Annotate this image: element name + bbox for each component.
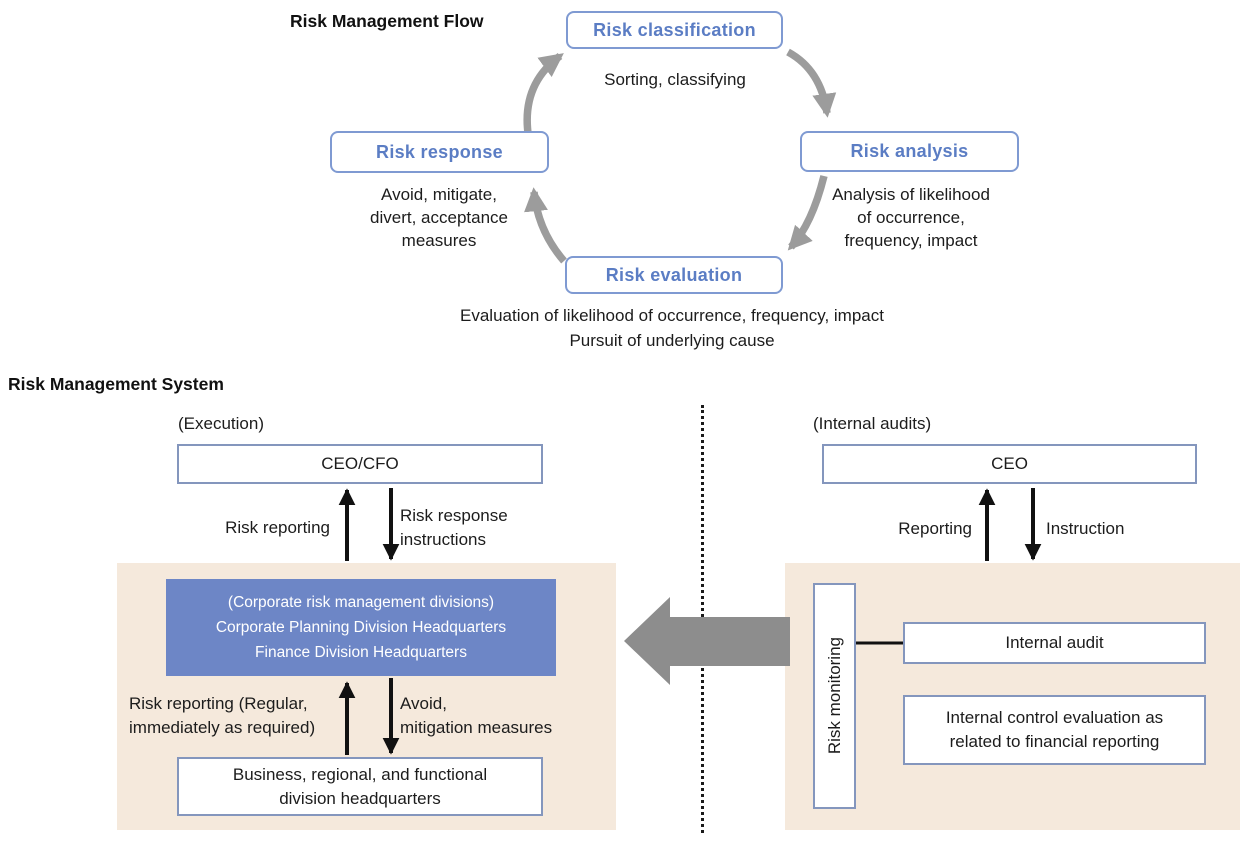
flow-node-risk-evaluation: Risk evaluation [565, 256, 783, 294]
business-box-line: division headquarters [279, 788, 441, 808]
label-line: Avoid, [400, 694, 447, 713]
lower-risk-reporting-label: Risk reporting (Regular, immediately as … [129, 692, 315, 740]
section-divider-dotted-line [701, 405, 704, 833]
flow-desc-line: Avoid, mitigate, [381, 185, 497, 204]
business-box-line: Business, regional, and functional [232, 764, 488, 784]
internal-audits-section-label: (Internal audits) [813, 414, 932, 433]
internal-audit-label: Internal audit [1005, 633, 1104, 652]
label-line: immediately as required) [129, 718, 316, 737]
risk-monitoring-label: Risk monitoring [824, 637, 844, 755]
flow-node-label: Risk evaluation [605, 264, 743, 285]
blue-box-line: (Corporate risk management divisions) [227, 594, 495, 611]
ceo-box: CEO [822, 444, 1197, 484]
blue-box-line: Finance Division Headquarters [255, 644, 467, 661]
execution-section-label: (Execution) [178, 414, 264, 433]
flow-node-label: Risk analysis [850, 141, 969, 161]
flow-title: Risk Management Flow [290, 11, 484, 31]
flow-desc-line: of occurrence, [857, 208, 965, 227]
flow-desc-line: Sorting, classifying [604, 70, 746, 89]
reporting-label: Reporting [898, 519, 972, 538]
flow-node-risk-classification: Risk classification [566, 11, 783, 49]
ceo-label: CEO [991, 454, 1028, 473]
instruction-label: Instruction [1046, 519, 1125, 538]
flow-desc-evaluation: Evaluation of likelihood of occurrence, … [322, 303, 1022, 353]
big-left-arrow [624, 597, 790, 685]
risk-reporting-label: Risk reporting [225, 518, 330, 537]
blue-box-line: Corporate Planning Division Headquarters [215, 619, 507, 636]
flow-desc-line: Evaluation of likelihood of occurrence, … [460, 306, 884, 325]
flow-desc-line: Analysis of likelihood [832, 185, 990, 204]
control-box-line: Internal control evaluation as [945, 708, 1164, 727]
avoid-mitigation-label: Avoid, mitigation measures [400, 692, 552, 740]
flow-desc-response: Avoid, mitigate, divert, acceptance meas… [329, 183, 549, 252]
risk-response-instructions-label: Risk response instructions [400, 504, 508, 552]
label-line: Risk reporting (Regular, [129, 694, 308, 713]
corporate-risk-management-box: (Corporate risk management divisions) Co… [166, 579, 556, 676]
flow-node-label: Risk classification [593, 19, 756, 40]
flow-node-risk-analysis: Risk analysis [800, 131, 1019, 172]
flow-node-label: Risk response [376, 141, 503, 162]
label-line: Risk response [400, 506, 508, 525]
ceo-cfo-label: CEO/CFO [321, 454, 399, 473]
label-line: mitigation measures [400, 718, 553, 737]
flow-desc-classification: Sorting, classifying [565, 68, 785, 91]
risk-monitoring-box: Risk monitoring [813, 583, 856, 809]
internal-audit-box: Internal audit [903, 622, 1206, 664]
flow-desc-line: frequency, impact [844, 231, 978, 250]
label-line: instructions [400, 530, 486, 549]
ceo-cfo-box: CEO/CFO [177, 444, 543, 484]
control-box-line: related to financial reporting [949, 732, 1160, 751]
cycle-arrow-response-to-classification [523, 52, 564, 134]
flow-desc-analysis: Analysis of likelihood of occurrence, fr… [801, 183, 1021, 252]
flow-node-risk-response: Risk response [330, 131, 549, 173]
cycle-arrow-classification-to-analysis [786, 48, 837, 118]
business-division-box: Business, regional, and functional divis… [177, 757, 543, 816]
flow-desc-line: measures [401, 231, 477, 250]
system-title: Risk Management System [8, 374, 224, 394]
flow-desc-line: Pursuit of underlying cause [569, 331, 775, 350]
flow-desc-line: divert, acceptance [370, 208, 508, 227]
internal-control-evaluation-box: Internal control evaluation as related t… [903, 695, 1206, 765]
